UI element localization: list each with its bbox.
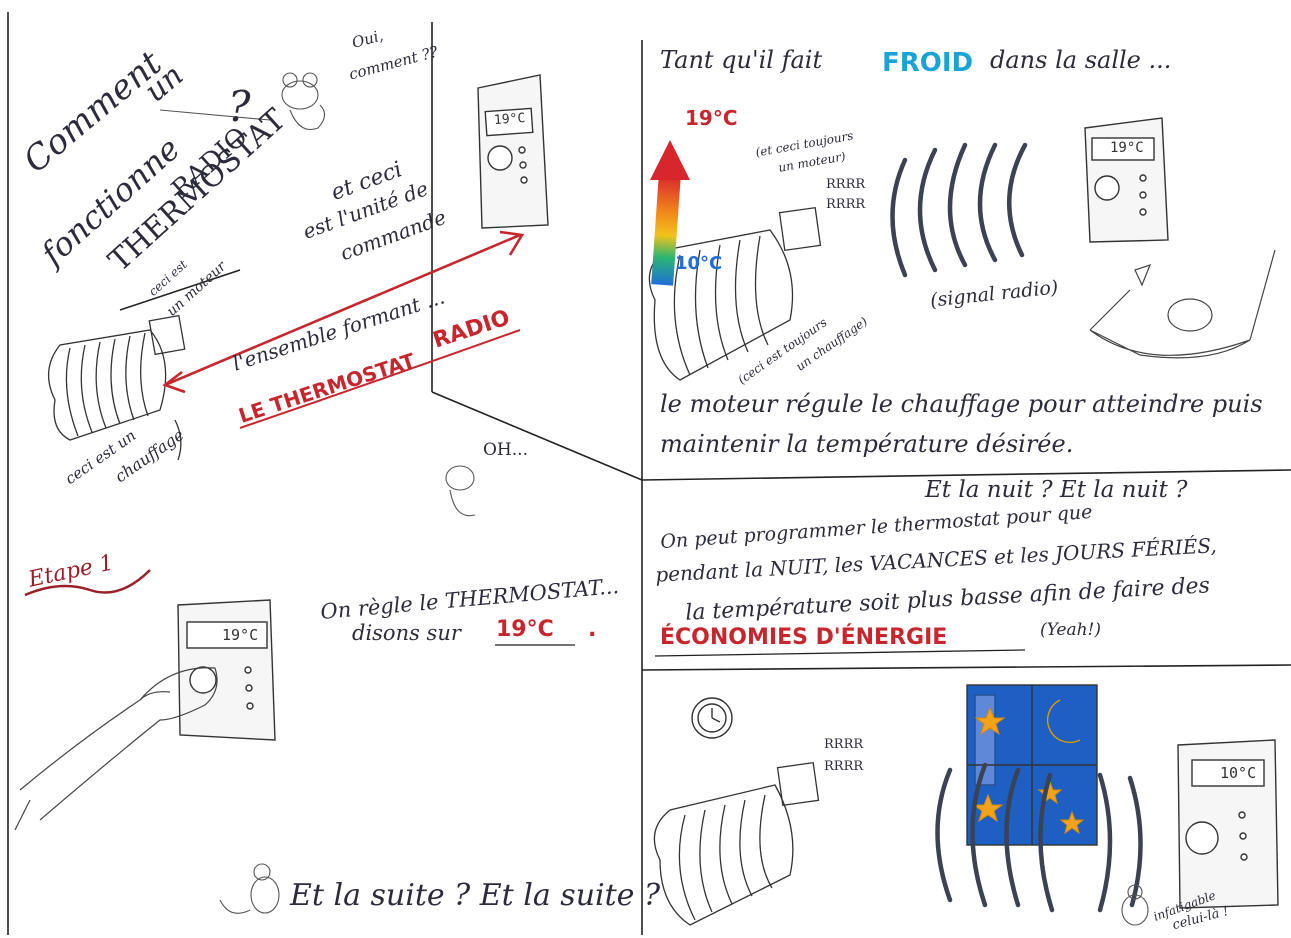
panel4-thermostat-display: 10°C [1220, 764, 1256, 782]
panel1-title-question-mark: ? [228, 85, 251, 129]
panel4-energy-underline [655, 650, 1025, 656]
panel4-heater [654, 763, 818, 925]
panel2-temp-high: 19°C [685, 108, 738, 129]
panel4-sound-2: RRRR [824, 760, 863, 774]
panel4-question: Et la nuit ? Et la nuit ? [925, 478, 1188, 502]
panel3-thermostat-display: 19°C [222, 626, 258, 644]
panel2-radio-waves [893, 145, 1026, 275]
panel2-sound-2: RRRR [826, 198, 865, 212]
panel3-footer: Et la suite ? Et la suite ? [290, 880, 660, 912]
panel3-mouse [220, 864, 279, 913]
panel2-thermostat-display: 19°C [1110, 140, 1144, 156]
panel4-energy-savings: ÉCONOMIES D'ÉNERGIE [660, 626, 947, 649]
panel4-sound-1: RRRR [824, 738, 863, 752]
temperature-arrow-head [650, 140, 690, 180]
panel2-temp-low: 10°C [675, 255, 722, 274]
panel2-headline-after: dans la salle ... [990, 48, 1171, 73]
panel3-caption-dot: . [588, 618, 596, 641]
panel2-thermostat [1085, 118, 1168, 242]
panel3-caption-2: disons sur [352, 622, 461, 644]
panel1-mouse-oh: OH... [483, 442, 528, 460]
panel2-caption-1: le moteur régule le chauffage pour attei… [660, 392, 1263, 417]
panel3-caption-temp: 19°C [496, 618, 554, 641]
panel2-caption-2: maintenir la température désirée. [660, 432, 1073, 457]
panel4-yeah: (Yeah!) [1040, 622, 1101, 640]
panel2-headline-before: Tant qu'il fait [660, 48, 822, 73]
panel2-hammock-mouse [1090, 250, 1275, 358]
panel1-thermostat-display: 19°C [494, 111, 526, 128]
panel2-headline-cold: FROID [882, 50, 973, 77]
panel2-sound-1: RRRR [826, 178, 865, 192]
panel3-thermostat [178, 600, 275, 740]
panel1-thermostat [478, 75, 548, 228]
panel4-clock [692, 698, 732, 738]
